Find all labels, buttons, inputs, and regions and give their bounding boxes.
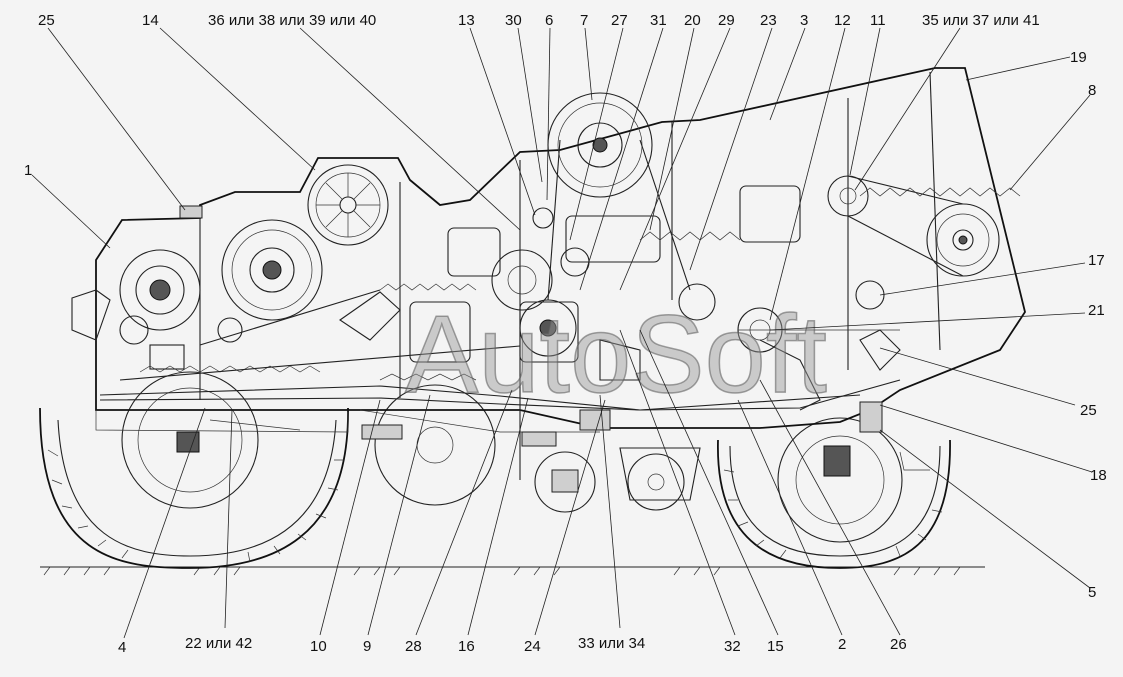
callout-bottom-16: 16 [458, 638, 475, 655]
callout-top-31: 31 [650, 12, 667, 29]
callout-labels: 25 14 36 или 38 или 39 или 40 13 30 6 7 … [24, 12, 1107, 656]
callout-left-1: 1 [24, 162, 32, 179]
callout-bottom-15: 15 [767, 638, 784, 655]
callout-top-19: 19 [1070, 49, 1087, 66]
callout-right-5: 5 [1088, 584, 1096, 601]
callout-top-6: 6 [545, 12, 553, 29]
callout-top-12: 12 [834, 12, 851, 29]
callout-right-18: 18 [1090, 467, 1107, 484]
belts [547, 139, 964, 331]
callout-right-17: 17 [1088, 252, 1105, 269]
callout-top-30: 30 [505, 12, 522, 29]
callout-top-3: 3 [800, 12, 808, 29]
callout-bottom-33: 33 или 34 [578, 635, 645, 652]
callout-top-25: 25 [38, 12, 55, 29]
callout-bottom-2: 2 [838, 636, 846, 653]
callout-top-35: 35 или 37 или 41 [922, 12, 1040, 29]
callout-top-20: 20 [684, 12, 701, 29]
callout-bottom-28: 28 [405, 638, 422, 655]
callout-top-8: 8 [1088, 82, 1096, 99]
callout-bottom-4: 4 [118, 639, 126, 656]
callout-top-23: 23 [760, 12, 777, 29]
callout-bottom-24: 24 [524, 638, 541, 655]
front-wheel [717, 417, 951, 569]
callout-right-21: 21 [1088, 302, 1105, 319]
callout-bottom-26: 26 [890, 636, 907, 653]
callout-top-36: 36 или 38 или 39 или 40 [208, 12, 376, 29]
body-outline [95, 67, 1026, 480]
callout-bottom-22: 22 или 42 [185, 635, 252, 652]
callout-bottom-32: 32 [724, 638, 741, 655]
watermark-text: AutoSoft [405, 293, 827, 416]
callout-top-13: 13 [458, 12, 475, 29]
rear-cover [71, 205, 203, 370]
callout-bottom-9: 9 [363, 638, 371, 655]
inspection-windows [409, 185, 801, 363]
callout-top-29: 29 [718, 12, 735, 29]
callout-top-27: 27 [611, 12, 628, 29]
rear-wheel [39, 371, 349, 569]
callout-top-11: 11 [870, 12, 886, 29]
right-flywheel [926, 203, 1000, 277]
spoked-flywheel-1 [307, 164, 389, 246]
roller-left [217, 219, 323, 343]
callout-leaders [31, 27, 1093, 639]
middle-wheels [374, 384, 701, 513]
callout-bottom-10: 10 [310, 638, 327, 655]
callout-top-7: 7 [580, 12, 588, 29]
callout-top-14: 14 [142, 12, 159, 29]
callout-right-25: 25 [1080, 402, 1097, 419]
top-pulley [547, 92, 653, 198]
